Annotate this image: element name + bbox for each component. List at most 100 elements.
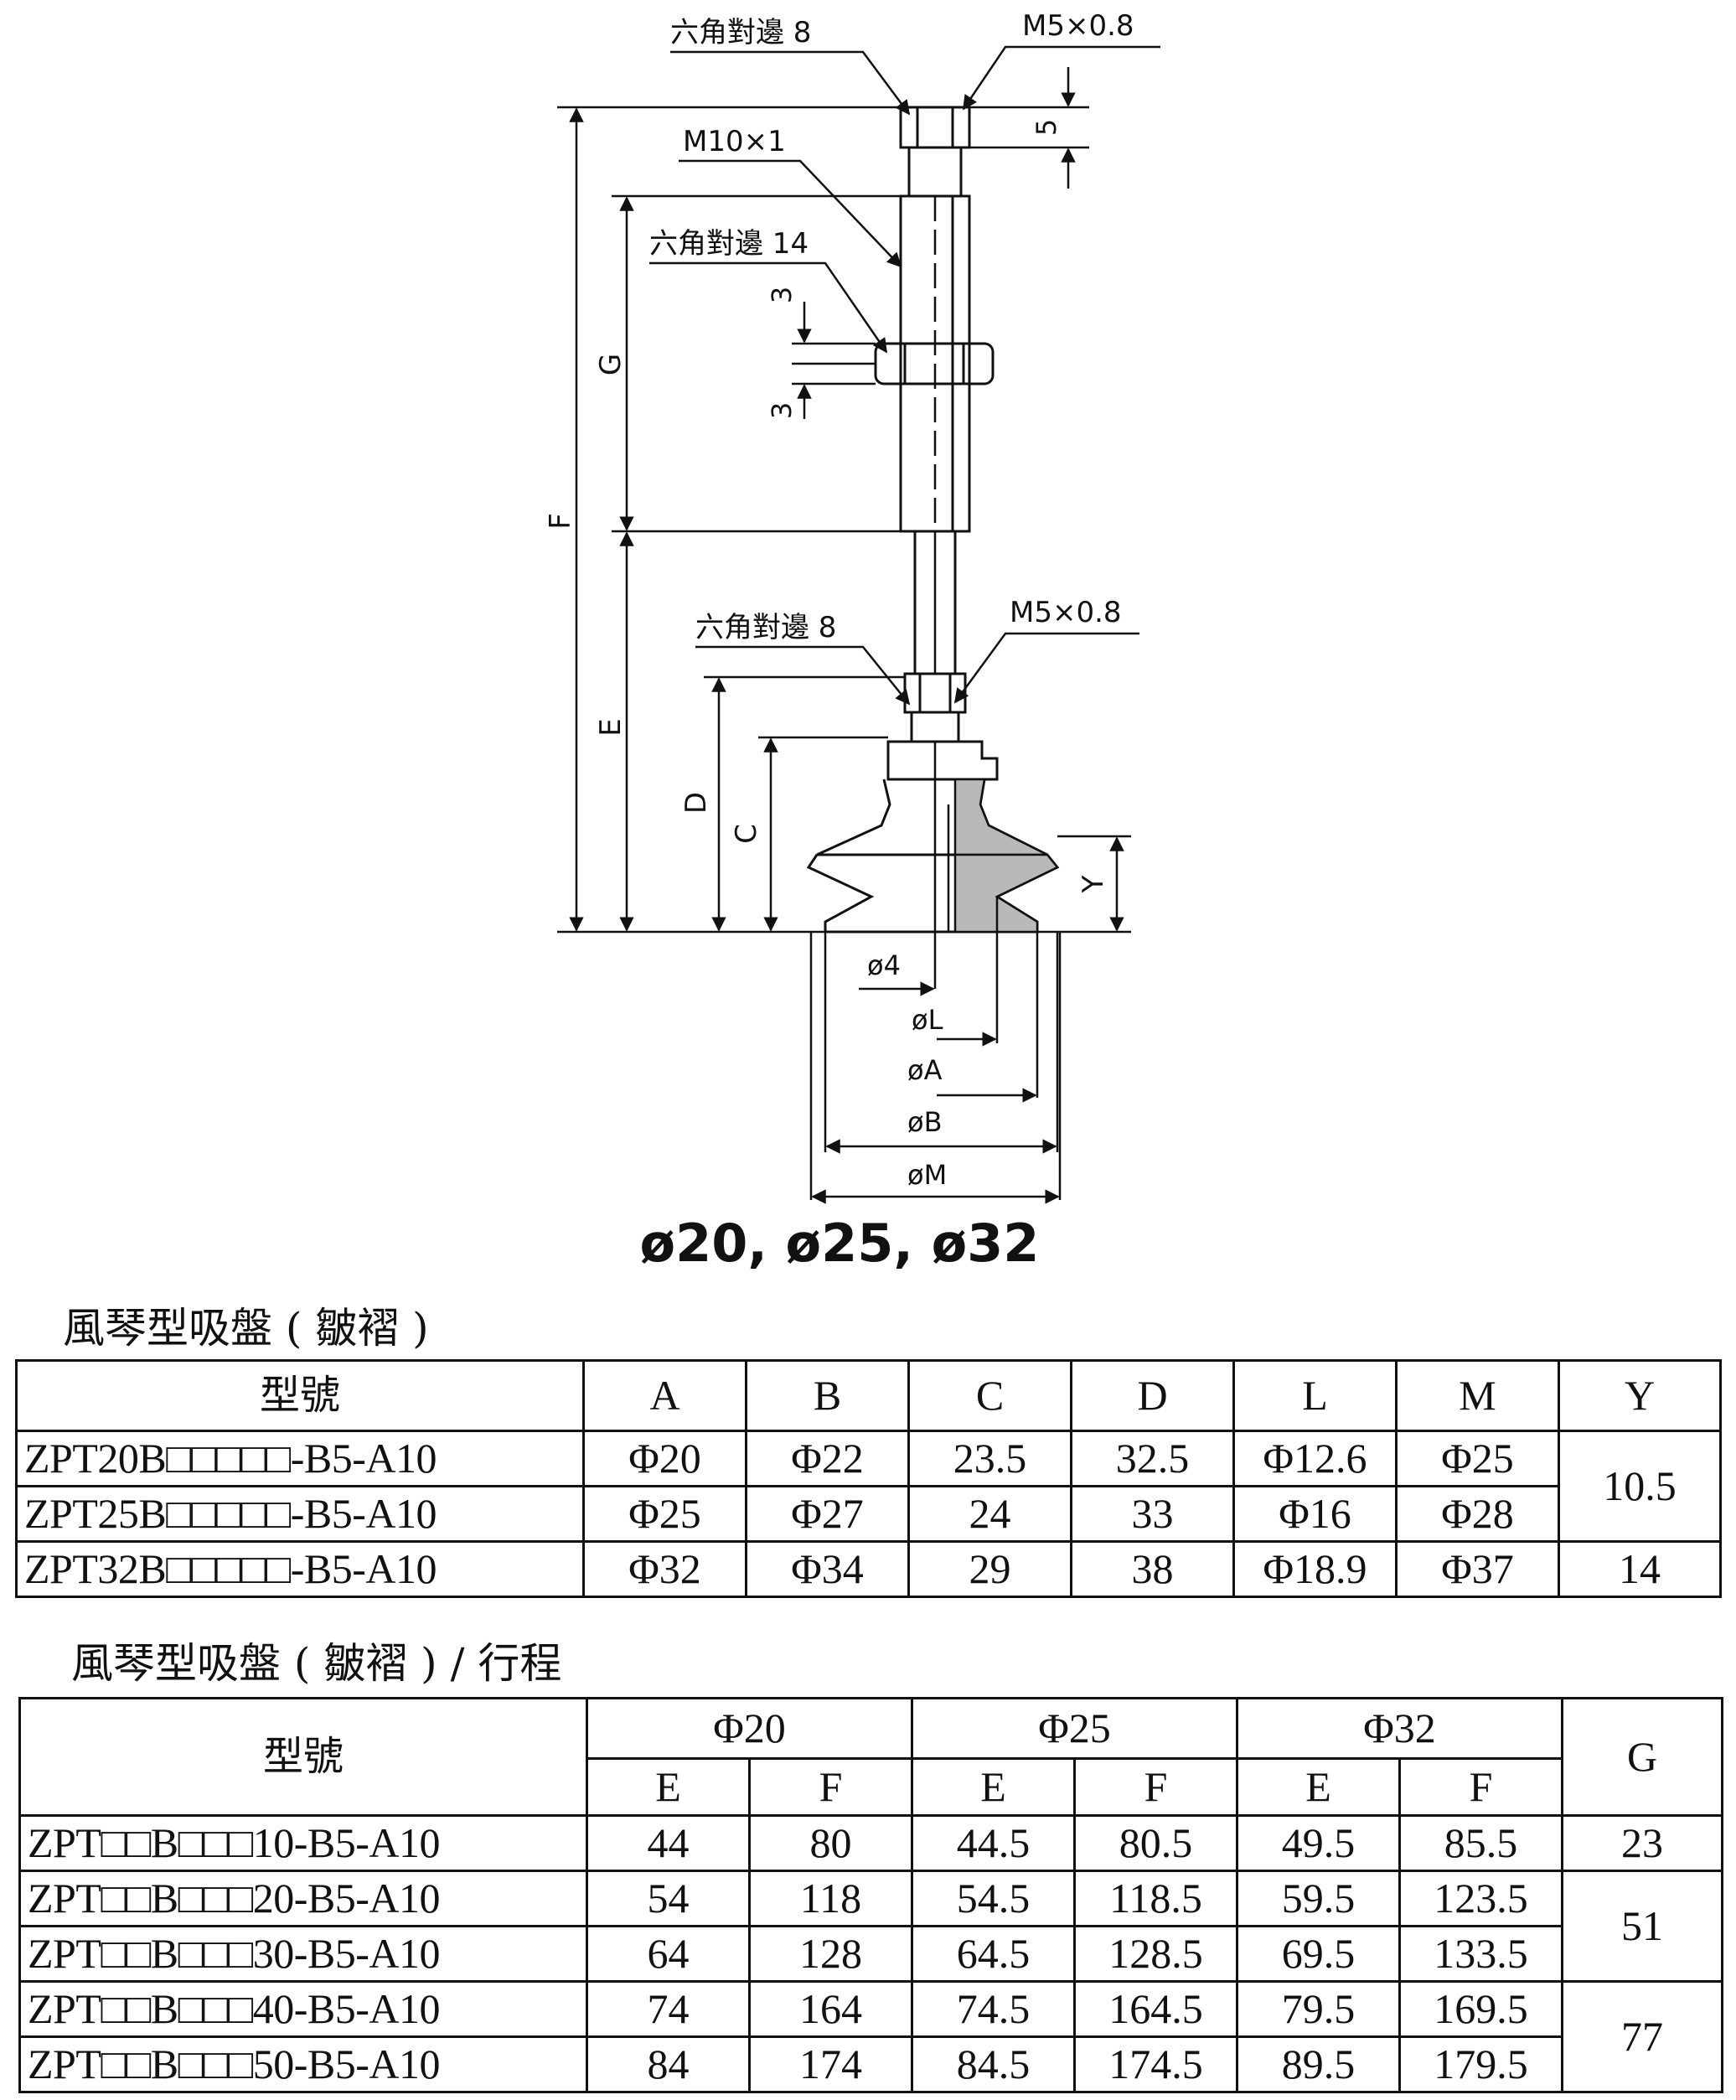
table1-title: 風琴型吸盤 ( 皺褶 ) — [63, 1304, 429, 1353]
stroke-table: 型號 Φ20 Φ25 Φ32 G E F E F E F ZPT□□B□□□10… — [18, 1697, 1723, 2093]
callout-hex-low: 六角對邊 8 — [695, 611, 836, 644]
table2-header-row1: 型號 Φ20 Φ25 Φ32 G — [18, 1697, 1723, 1817]
table1-header-M: M — [1395, 1359, 1560, 1432]
dim-E: E — [594, 718, 628, 736]
table2-group-20: Φ20 — [586, 1697, 913, 1760]
cell-value: 64 — [586, 1925, 751, 1983]
table1-header-L: L — [1232, 1359, 1398, 1432]
dim-D: D — [679, 792, 713, 814]
cell-Y: 14 — [1558, 1540, 1722, 1598]
cell-value: 74.5 — [911, 1980, 1076, 2038]
cell-B: Φ34 — [745, 1540, 910, 1598]
table2-header-model: 型號 — [18, 1697, 588, 1817]
cell-value: 44 — [586, 1814, 751, 1872]
table1-header-A: A — [582, 1359, 747, 1432]
dim-3-upper: 3 — [766, 287, 798, 303]
table1-header-row: 型號 A B C D L M Y — [15, 1359, 1722, 1432]
table1-header-B: B — [745, 1359, 910, 1432]
cell-L: Φ18.9 — [1232, 1540, 1398, 1598]
cell-Y: 10.5 — [1558, 1430, 1722, 1543]
cell-A: Φ20 — [582, 1430, 747, 1487]
dim-d4: ø4 — [867, 949, 901, 981]
cell-value: 80 — [748, 1814, 913, 1872]
cell-value: 84.5 — [911, 2035, 1076, 2093]
cell-L: Φ12.6 — [1232, 1430, 1398, 1487]
dim-3-lower: 3 — [766, 402, 798, 419]
callout-m10: M10×1 — [683, 125, 786, 158]
table-row: ZPT□□B□□□20-B5-A10 54 118 54.5 118.5 59.… — [18, 1870, 1723, 1983]
cell-value: 128 — [748, 1925, 913, 1983]
table1-header-Y: Y — [1558, 1359, 1722, 1432]
dim-5: 5 — [1031, 119, 1062, 136]
table2-header-row2: E F E F E F — [20, 1757, 1723, 1817]
threaded-rod — [899, 194, 971, 533]
cell-C: 29 — [907, 1540, 1072, 1598]
model-cell: ZPT□□B□□□10-B5-A10 — [18, 1814, 588, 1872]
table2-group-32: Φ32 — [1236, 1697, 1563, 1760]
cell-M: Φ37 — [1395, 1540, 1560, 1598]
cell-value: 85.5 — [1398, 1814, 1563, 1872]
model-cell: ZPT25B□□□□□-B5-A10 — [15, 1485, 585, 1543]
table-row: ZPT20B□□□□□-B5-A10 Φ20 Φ22 23.5 32.5 Φ12… — [15, 1430, 1722, 1543]
cell-value: 74 — [586, 1980, 751, 2038]
sub-F: F — [1073, 1757, 1238, 1817]
dim-C: C — [730, 824, 763, 844]
cell-value: 118 — [748, 1870, 913, 1927]
model-cell: ZPT□□B□□□40-B5-A10 — [18, 1980, 588, 2038]
cell-value: 44.5 — [911, 1814, 1076, 1872]
cell-G: 51 — [1561, 1870, 1723, 1983]
cell-value: 164.5 — [1073, 1980, 1238, 2038]
cell-value: 133.5 — [1398, 1925, 1563, 1983]
model-cell: ZPT□□B□□□20-B5-A10 — [18, 1870, 588, 1927]
sub-E: E — [586, 1757, 751, 1817]
table-row: ZPT□□B□□□30-B5-A10 64 128 64.5 128.5 69.… — [18, 1925, 1723, 1983]
cell-A: Φ25 — [582, 1485, 747, 1543]
cell-value: 128.5 — [1073, 1925, 1238, 1983]
dim-F: F — [544, 513, 577, 530]
cell-value: 174 — [748, 2035, 913, 2093]
model-cell: ZPT□□B□□□30-B5-A10 — [18, 1925, 588, 1983]
cell-value: 49.5 — [1236, 1814, 1401, 1872]
cell-value: 84 — [586, 2035, 751, 2093]
table2-title: 風琴型吸盤 ( 皺褶 ) / 行程 — [71, 1639, 562, 1688]
sub-E: E — [911, 1757, 1076, 1817]
top-hex-nut — [899, 106, 971, 149]
upper-neck — [907, 146, 963, 198]
cell-D: 33 — [1070, 1485, 1235, 1543]
cell-L: Φ16 — [1232, 1485, 1398, 1543]
cell-value: 174.5 — [1073, 2035, 1238, 2093]
callout-hex-top: 六角對邊 8 — [670, 16, 811, 49]
spec-table: 型號 A B C D L M Y ZPT20B□□□□□-B5-A10 Φ20 … — [15, 1359, 1722, 1598]
cell-value: 79.5 — [1236, 1980, 1401, 2038]
cell-value: 69.5 — [1236, 1925, 1401, 1983]
dim-G: G — [594, 354, 628, 375]
dim-dL: øL — [912, 1004, 943, 1036]
cell-value: 123.5 — [1398, 1870, 1563, 1927]
cell-D: 38 — [1070, 1540, 1235, 1598]
cell-M: Φ25 — [1395, 1430, 1560, 1487]
table-row: ZPT□□B□□□40-B5-A10 74 164 74.5 164.5 79.… — [18, 1980, 1723, 2093]
table2-group-25: Φ25 — [911, 1697, 1238, 1760]
lower-hex-nut — [903, 672, 967, 714]
callout-thread-top: M5×0.8 — [1022, 9, 1134, 43]
sub-F: F — [1398, 1757, 1563, 1817]
cell-M: Φ28 — [1395, 1485, 1560, 1543]
vacuum-pad-drawing: F G E D C Y 5 3 3 六角對邊 8 M5×0.8 M10×1 六角… — [544, 9, 1160, 1274]
dim-dB: øB — [907, 1106, 943, 1138]
sub-F: F — [748, 1757, 913, 1817]
sizes-caption: ø20, ø25, ø32 — [640, 1213, 1040, 1274]
cell-C: 23.5 — [907, 1430, 1072, 1487]
cell-value: 80.5 — [1073, 1814, 1238, 1872]
cell-value: 169.5 — [1398, 1980, 1563, 2038]
sub-E: E — [1236, 1757, 1401, 1817]
dim-Y: Y — [1077, 875, 1110, 893]
table1-header-model: 型號 — [15, 1359, 585, 1432]
model-cell: ZPT20B□□□□□-B5-A10 — [15, 1430, 585, 1487]
callout-hex-mid: 六角對邊 14 — [649, 227, 809, 261]
table-row: ZPT32B□□□□□-B5-A10 Φ32 Φ34 29 38 Φ18.9 Φ… — [15, 1540, 1722, 1598]
table1-header-D: D — [1070, 1359, 1235, 1432]
cell-D: 32.5 — [1070, 1430, 1235, 1487]
model-cell: ZPT□□B□□□50-B5-A10 — [18, 2035, 588, 2093]
table-row: ZPT□□B□□□10-B5-A10 44 80 44.5 80.5 49.5 … — [18, 1814, 1723, 1872]
table2-header-G: G — [1561, 1697, 1723, 1817]
